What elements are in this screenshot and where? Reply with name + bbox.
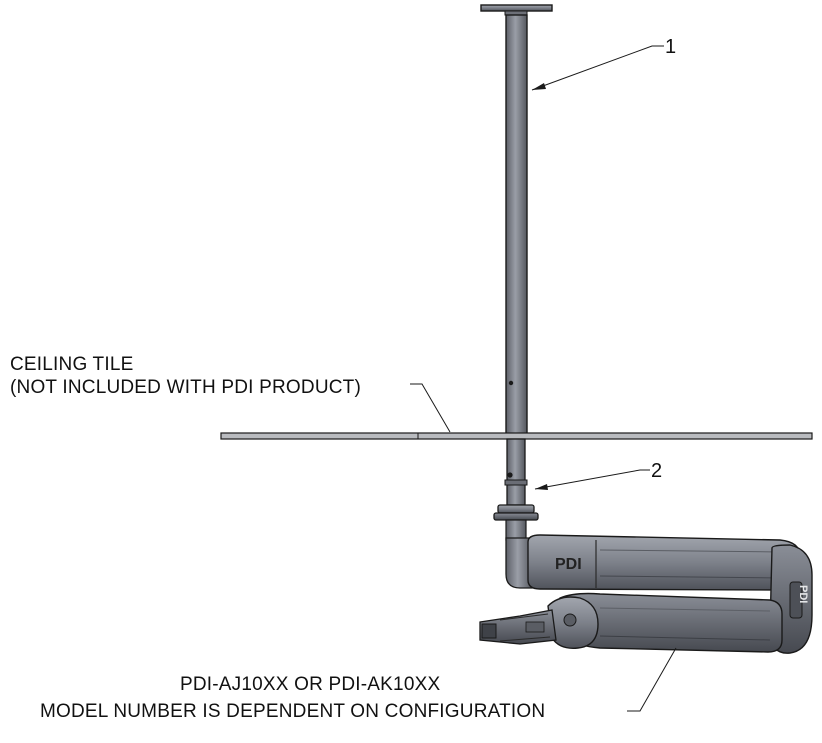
callout-2: 2 bbox=[651, 460, 662, 482]
articulating-arm: PDI PDI bbox=[479, 534, 813, 654]
callout-1: 1 bbox=[665, 36, 676, 58]
end-logo: PDI bbox=[797, 585, 809, 603]
lower-pole-coupler bbox=[493, 438, 539, 541]
leader-2 bbox=[534, 469, 650, 490]
extension-pole bbox=[505, 14, 528, 439]
ceiling-tile-note: (NOT INCLUDED WITH PDI PRODUCT) bbox=[10, 377, 361, 398]
ceiling-tile-label: CEILING TILE bbox=[10, 354, 133, 375]
model-number-note: MODEL NUMBER IS DEPENDENT ON CONFIGURATI… bbox=[40, 701, 545, 722]
ceiling-tile bbox=[220, 432, 813, 440]
model-number-label: PDI-AJ10XX OR PDI-AK10XX bbox=[180, 674, 440, 695]
ceiling-flange bbox=[480, 4, 553, 16]
leader-lines bbox=[410, 45, 677, 712]
leader-ceiling-tile bbox=[410, 383, 451, 433]
leader-arrowheads bbox=[532, 83, 548, 490]
leader-model bbox=[627, 647, 677, 712]
arm-logo: PDI bbox=[555, 556, 582, 573]
leader-1 bbox=[531, 45, 664, 91]
